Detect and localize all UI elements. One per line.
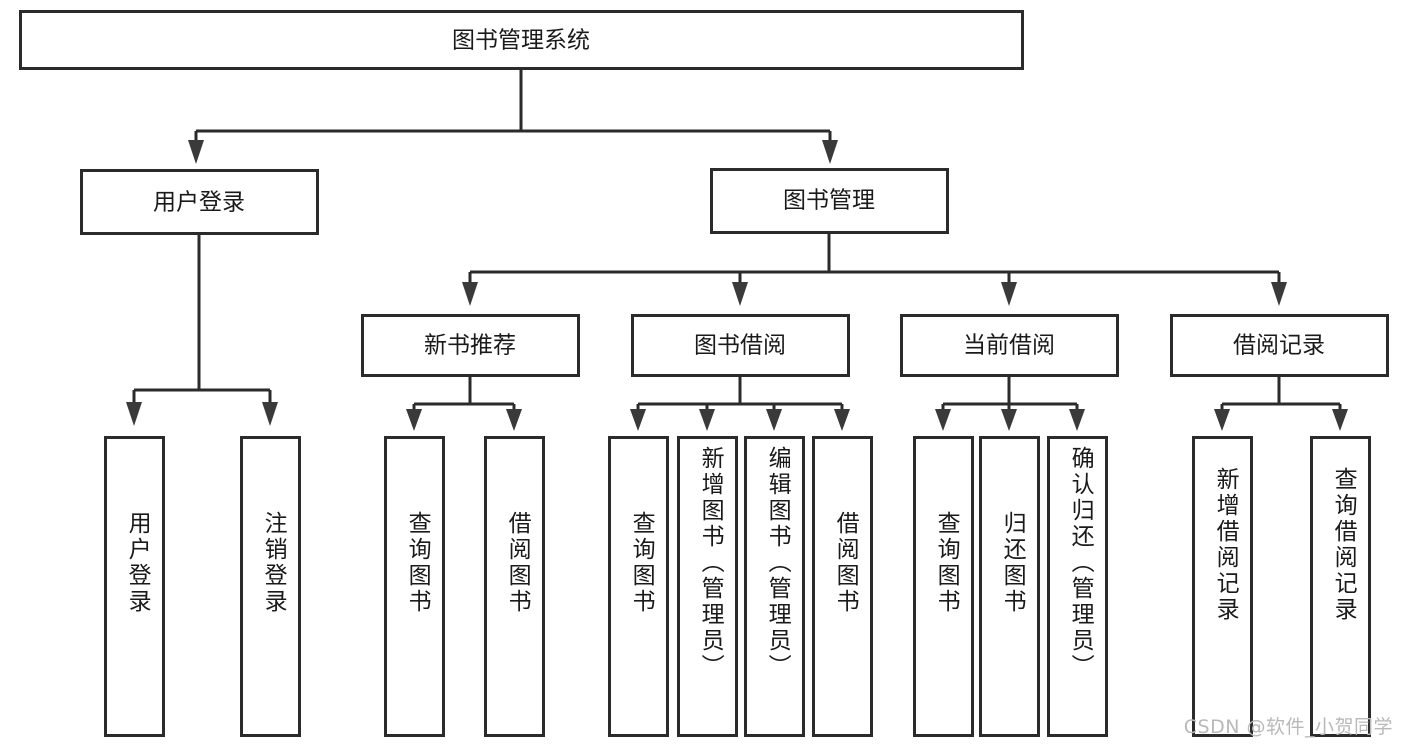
node-box-leaf-query-record[interactable]: [1310, 436, 1371, 737]
arrow-head-leaf-borrow-book-1: [506, 409, 522, 431]
node-box-root[interactable]: [19, 10, 1024, 70]
arrow-head-current-borrow: [1001, 282, 1017, 306]
node-box-leaf-borrow-book-2[interactable]: [812, 436, 873, 737]
arrow-head-leaf-query-book-2: [630, 409, 646, 431]
node-box-leaf-return-book[interactable]: [979, 436, 1040, 737]
node-box-leaf-add-book[interactable]: [677, 436, 738, 737]
arrow-head-leaf-query-record: [1332, 409, 1348, 431]
connector-book-borrow-to-leaves: [636, 375, 844, 412]
connector-user-login-to-leaves: [132, 233, 272, 404]
arrow-head-leaf-return-book: [1001, 409, 1017, 431]
node-label-book-borrow: 图书借阅: [694, 333, 786, 359]
node-box-user-login[interactable]: [80, 169, 319, 235]
node-box-leaf-logout[interactable]: [240, 436, 301, 737]
node-label-borrow-record: 借阅记录: [1233, 333, 1325, 359]
node-label-book-manage: 图书管理: [783, 188, 875, 214]
node-box-leaf-query-book-3[interactable]: [913, 436, 974, 737]
node-label-current-borrow: 当前借阅: [963, 333, 1055, 359]
node-box-leaf-add-record[interactable]: [1192, 436, 1253, 737]
node-box-leaf-edit-book[interactable]: [744, 436, 805, 737]
connector-root-to-level2: [194, 68, 832, 142]
connector-new-book-recommend-to-leaves: [412, 375, 516, 412]
node-label-root: 图书管理系统: [452, 28, 590, 54]
arrow-head-leaf-query-book-1: [406, 409, 422, 431]
arrow-head-leaf-borrow-book-2: [834, 409, 850, 431]
connector-current-borrow-to-leaves: [941, 375, 1079, 412]
node-box-new-book-recommend[interactable]: [361, 314, 580, 377]
arrow-head-leaf-edit-book: [766, 409, 782, 431]
arrow-head-user-login: [188, 140, 204, 164]
csdn-watermark: CSDN @软件_小贺同学: [1183, 716, 1393, 738]
node-label-new-book-recommend: 新书推荐: [424, 333, 516, 359]
arrow-head-leaf-user-login: [126, 402, 142, 426]
arrow-head-leaf-logout: [262, 402, 278, 426]
arrow-head-borrow-record: [1271, 282, 1287, 306]
node-box-leaf-confirm-return[interactable]: [1047, 436, 1108, 737]
arrow-head-leaf-query-book-3: [935, 409, 951, 431]
node-box-leaf-query-book-1[interactable]: [384, 436, 445, 737]
arrow-head-new-book-recommend: [462, 282, 478, 306]
connector-borrow-record-to-leaves: [1220, 375, 1342, 412]
node-box-leaf-borrow-book-1[interactable]: [484, 436, 545, 737]
node-box-current-borrow[interactable]: [900, 314, 1119, 377]
node-box-leaf-user-login[interactable]: [104, 436, 165, 737]
arrow-head-leaf-add-record: [1214, 409, 1230, 431]
connector-book-manage-to-level3: [468, 232, 1281, 284]
arrow-head-leaf-add-book: [699, 409, 715, 431]
arrow-head-book-borrow: [732, 282, 748, 306]
arrow-head-book-manage: [822, 140, 838, 164]
node-label-user-login: 用户登录: [153, 190, 245, 216]
arrow-head-leaf-confirm-return: [1069, 409, 1085, 431]
node-box-leaf-query-book-2[interactable]: [608, 436, 669, 737]
